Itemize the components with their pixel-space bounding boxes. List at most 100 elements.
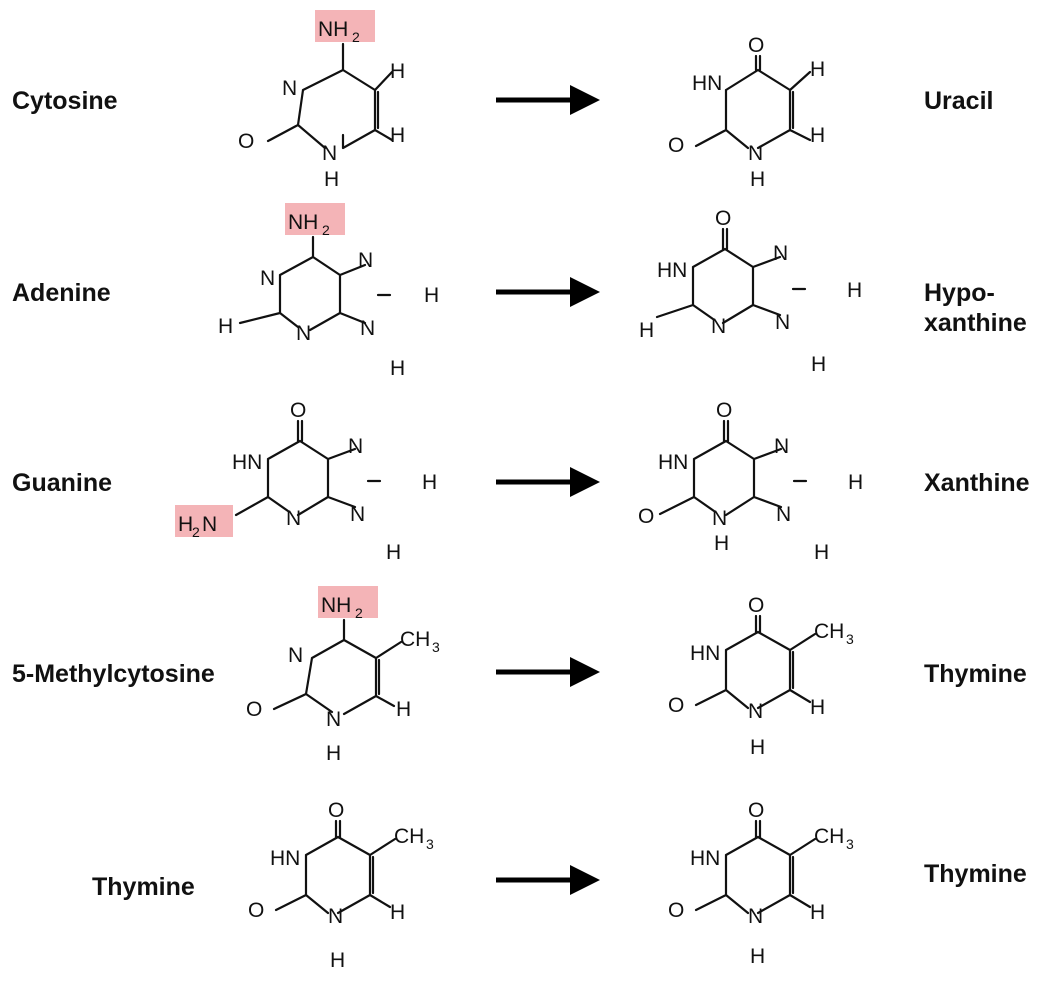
atom-n1: N [322, 142, 337, 165]
atom-o4: O [748, 594, 764, 617]
atom-h6: H [810, 901, 825, 924]
atom-n3: N [711, 315, 726, 338]
atom-h1: H [324, 168, 339, 190]
thymine-structure-4: O HN O N H H CH 3 [668, 594, 854, 759]
amino-highlight [318, 586, 378, 618]
atom-o2: O [638, 505, 654, 528]
atom-o2: O [246, 698, 262, 721]
atom-n7: N [358, 249, 373, 272]
uracil-structure: O HN O N H H H [668, 34, 825, 190]
atom-h6: H [396, 698, 411, 721]
atom-h8: H [847, 279, 862, 302]
atom-h1: H [326, 742, 341, 765]
methyl-sub: 3 [846, 836, 854, 852]
atom-o4: O [748, 34, 764, 57]
amino-sub: 2 [322, 222, 330, 238]
atom-h6: H [390, 124, 405, 147]
atom-h9: H [390, 357, 405, 380]
label-thymine-right-4: Thymine [924, 660, 1027, 688]
atom-n3: N [286, 507, 301, 530]
methyl-ch: CH [814, 825, 844, 848]
atom-o4: O [748, 799, 764, 822]
atom-n9: N [350, 503, 365, 526]
atom-hn1: HN [658, 451, 688, 474]
atom-hn1: HN [657, 259, 687, 282]
atom-n9: N [360, 317, 375, 340]
atom-h8: H [422, 471, 437, 494]
atom-n1: N [260, 267, 275, 290]
atom-o2: O [668, 899, 684, 922]
atom-hn3: HN [692, 72, 722, 95]
atom-hn3: HN [270, 847, 300, 870]
atom-h1: H [750, 736, 765, 759]
amino-nh: NH [318, 18, 348, 41]
atom-h8: H [848, 471, 863, 494]
thymine-structure-5-left: O HN O N H H CH 3 [248, 799, 434, 972]
hypoxanthine-structure: O HN N N N H H H [639, 207, 862, 375]
atom-hn1: HN [232, 451, 262, 474]
atom-n3: N [712, 507, 727, 530]
atom-h2: H [639, 319, 654, 342]
atom-h1: H [750, 168, 765, 190]
amino-h: H [178, 513, 193, 536]
label-thymine-left: Thymine [92, 873, 195, 901]
atom-o2: O [668, 134, 684, 157]
atom-h6: H [810, 124, 825, 147]
atom-h6: H [390, 901, 405, 924]
atom-h1: H [330, 949, 345, 972]
atom-n9: N [775, 311, 790, 334]
methyl-sub: 3 [846, 631, 854, 647]
label-guanine: Guanine [12, 469, 113, 497]
atom-h9: H [811, 353, 826, 375]
atom-o4: O [328, 799, 344, 822]
atom-h5: H [810, 58, 825, 81]
atom-n1: N [326, 708, 341, 731]
amino-highlight [285, 203, 345, 235]
atom-n1: N [748, 142, 763, 165]
amino-n: N [202, 513, 217, 536]
cytosine-structure: NH 2 N O N H H H [238, 10, 405, 190]
atom-o6: O [716, 399, 732, 422]
atom-o2: O [668, 694, 684, 717]
atom-o6: O [715, 207, 731, 230]
atom-n9: N [776, 503, 791, 526]
atom-o2: O [248, 899, 264, 922]
label-cytosine: Cytosine [12, 87, 118, 115]
atom-n1: N [328, 905, 343, 928]
methyl-ch: CH [814, 620, 844, 643]
atom-h9: H [814, 541, 829, 564]
label-xanthine: Xanthine [924, 469, 1030, 497]
amino-nh: NH [288, 211, 318, 234]
atom-n3: N [296, 322, 311, 345]
atom-o6: O [290, 399, 306, 422]
amino-sub: 2 [192, 524, 200, 540]
atom-h1: H [750, 945, 765, 968]
atom-h8: H [424, 284, 439, 307]
xanthine-structure: O HN N H O N N H H [638, 399, 863, 564]
label-thymine-right-5: Thymine [924, 860, 1027, 888]
atom-h9: H [386, 541, 401, 564]
label-5-methylcytosine: 5-Methylcytosine [12, 660, 215, 688]
atom-n7: N [774, 435, 789, 458]
methyl-sub: 3 [426, 836, 434, 852]
label-xanthine-line2: xanthine [924, 309, 1027, 337]
atom-n7: N [348, 435, 363, 458]
amino-highlight [175, 505, 233, 537]
atom-hn3: HN [690, 847, 720, 870]
atom-h5: H [390, 60, 405, 83]
amino-sub: 2 [355, 605, 363, 621]
methyl-ch: CH [400, 628, 430, 651]
atom-h6: H [810, 696, 825, 719]
5-methylcytosine-structure: NH 2 N O N H H CH 3 [246, 586, 440, 765]
atom-n3: N [288, 644, 303, 667]
atom-n1: N [748, 700, 763, 723]
label-adenine: Adenine [12, 279, 111, 307]
atom-n1: N [748, 905, 763, 928]
atom-o: O [238, 130, 254, 153]
methyl-ch: CH [394, 825, 424, 848]
amino-sub: 2 [352, 29, 360, 45]
amino-highlight [315, 10, 375, 42]
atom-h2: H [218, 315, 233, 338]
